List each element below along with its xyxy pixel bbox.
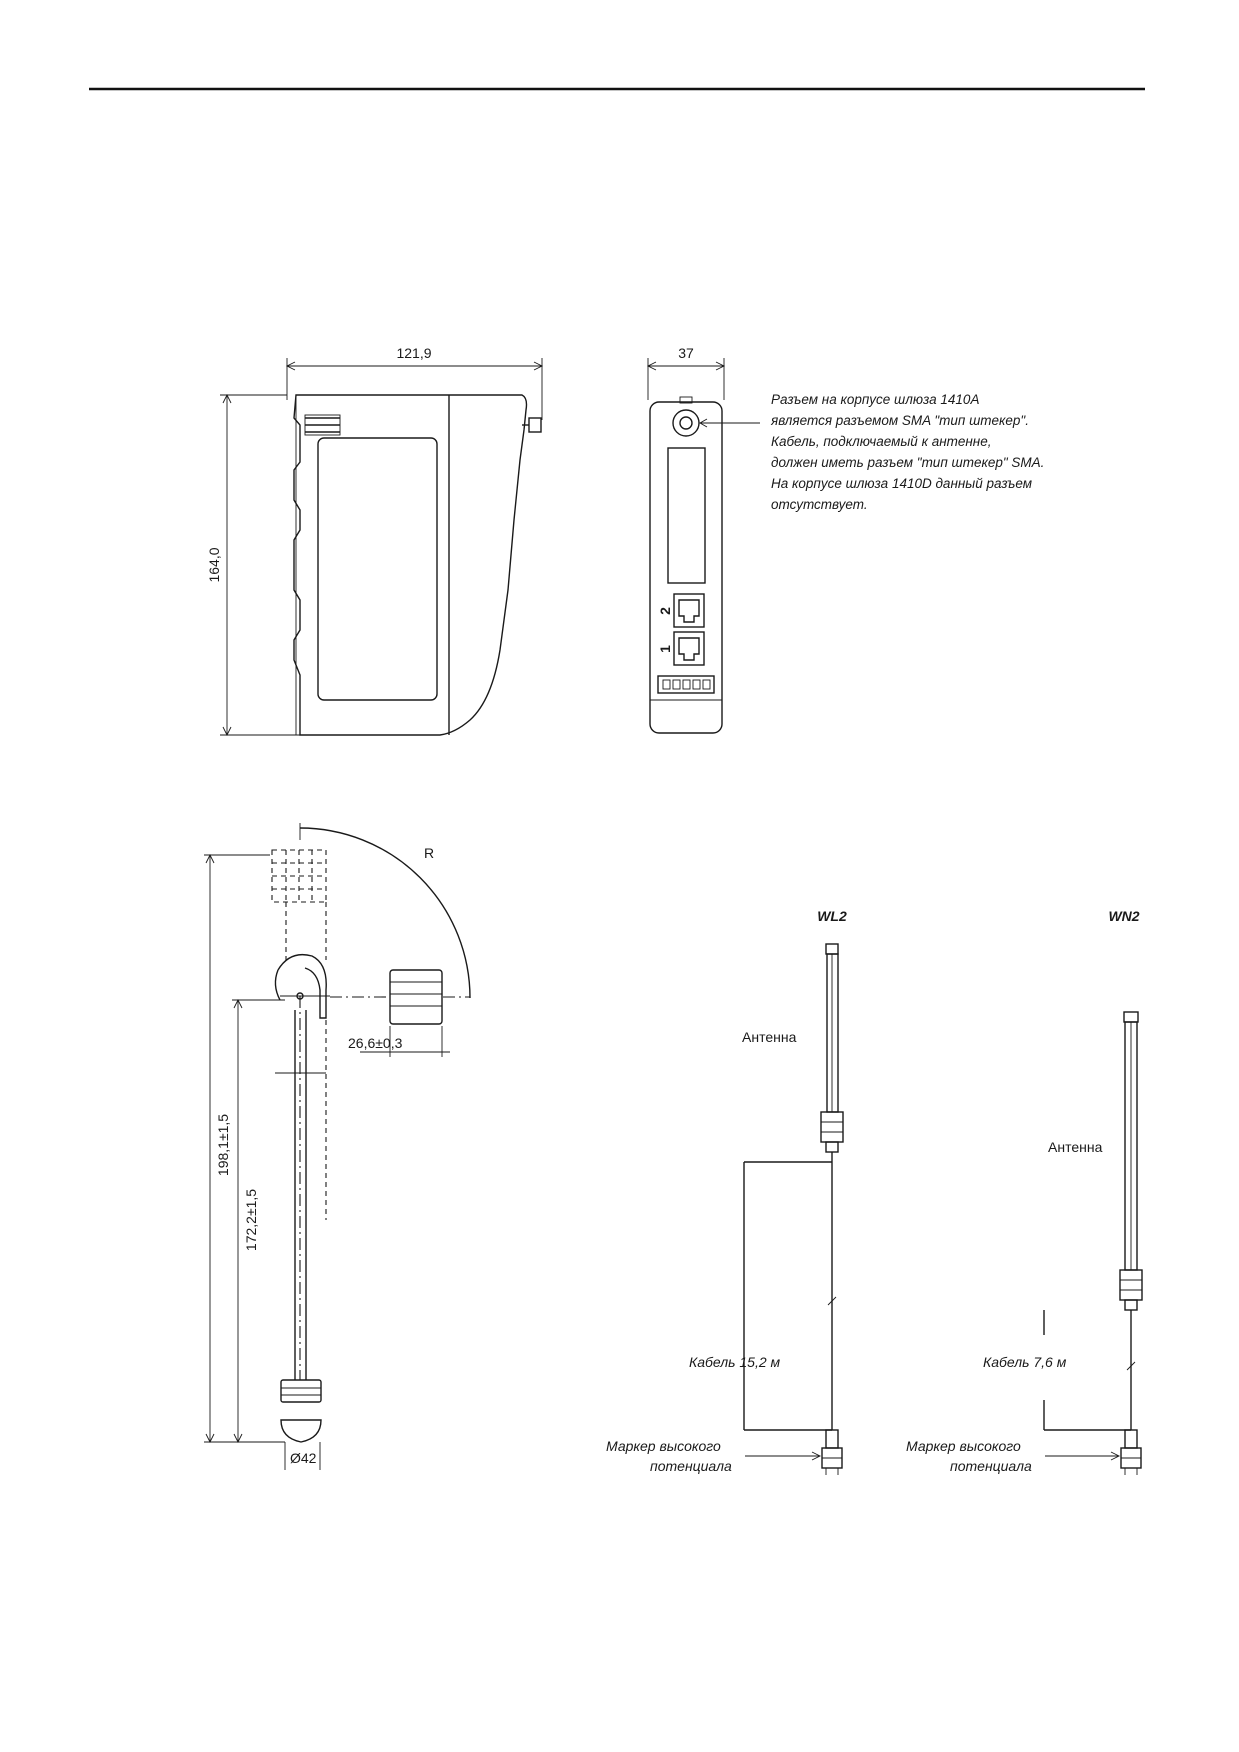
gateway-side-view: 121,9 164,0 [206, 345, 544, 737]
note-line: отсутствует. [771, 497, 868, 512]
front-window [667, 447, 706, 584]
diameter-label: 26,6±0,3 [348, 1035, 403, 1051]
sma-connector-stub [528, 417, 542, 433]
antenna-dimension-view: R 26,6±0,3 [204, 823, 471, 1470]
housing-outline [293, 394, 528, 736]
wl2-title: WL2 [817, 908, 847, 924]
antenna-base [280, 1379, 322, 1403]
gateway-front-view: 37 2 1 [646, 345, 760, 734]
note-line: Кабель, подключаемый к антенне, [771, 434, 992, 449]
height-dimension-label: 164,0 [206, 547, 222, 582]
note-line: должен иметь разъем "тип штекер" SMA. [771, 455, 1045, 470]
wl2-antenna-label: Антенна [742, 1029, 797, 1045]
front-housing [649, 401, 723, 734]
sma-connector [672, 409, 700, 437]
wn2-marker-label-2: потенциала [950, 1458, 1032, 1474]
antenna-foot [280, 1419, 322, 1443]
base-diameter-label: Ø42 [290, 1450, 317, 1466]
wn2-title: WN2 [1108, 908, 1139, 924]
wl2-connector [820, 1111, 844, 1143]
port-2-label: 2 [657, 607, 673, 615]
note-line: На корпусе шлюза 1410D данный разъем [771, 476, 1033, 491]
wn2-connector [1119, 1269, 1143, 1301]
port-1-label: 1 [657, 645, 673, 653]
wl2-marker-label-1: Маркер высокого [606, 1438, 721, 1454]
connector-note: Разъем на корпусе шлюза 1410А является р… [771, 389, 1131, 515]
wl2-marker-label-2: потенциала [650, 1458, 732, 1474]
length-lower-label: 172,2±1,5 [243, 1189, 259, 1251]
wn2-antenna-label: Антенна [1048, 1139, 1103, 1155]
terminal-block [657, 675, 715, 694]
width-dimension-label: 121,9 [396, 345, 431, 361]
wl2-rod [826, 953, 839, 1113]
antenna-wn2: WN2 Антенна Кабель 7,6 м Маркер высокого… [906, 908, 1143, 1475]
antenna-wl2: WL2 Антенна Кабель 15,2 м Маркер высоког… [606, 908, 847, 1475]
antenna-base-side [389, 969, 443, 1025]
label-plate [317, 437, 438, 701]
port-2 [673, 593, 705, 628]
swing-radius-arc [299, 827, 471, 999]
hinge [277, 953, 327, 1019]
note-line: Разъем на корпусе шлюза 1410А [771, 392, 980, 407]
note-line: является разъемом SMA "тип штекер". [771, 413, 1029, 428]
port-1 [673, 631, 705, 666]
wn2-marker-label-1: Маркер высокого [906, 1438, 1021, 1454]
depth-dimension-label: 37 [678, 345, 694, 361]
length-total-label: 198,1±1,5 [215, 1114, 231, 1176]
wl2-cable-label: Кабель 15,2 м [689, 1354, 781, 1370]
radius-label: R [424, 845, 434, 861]
wn2-cable-label: Кабель 7,6 м [983, 1354, 1067, 1370]
